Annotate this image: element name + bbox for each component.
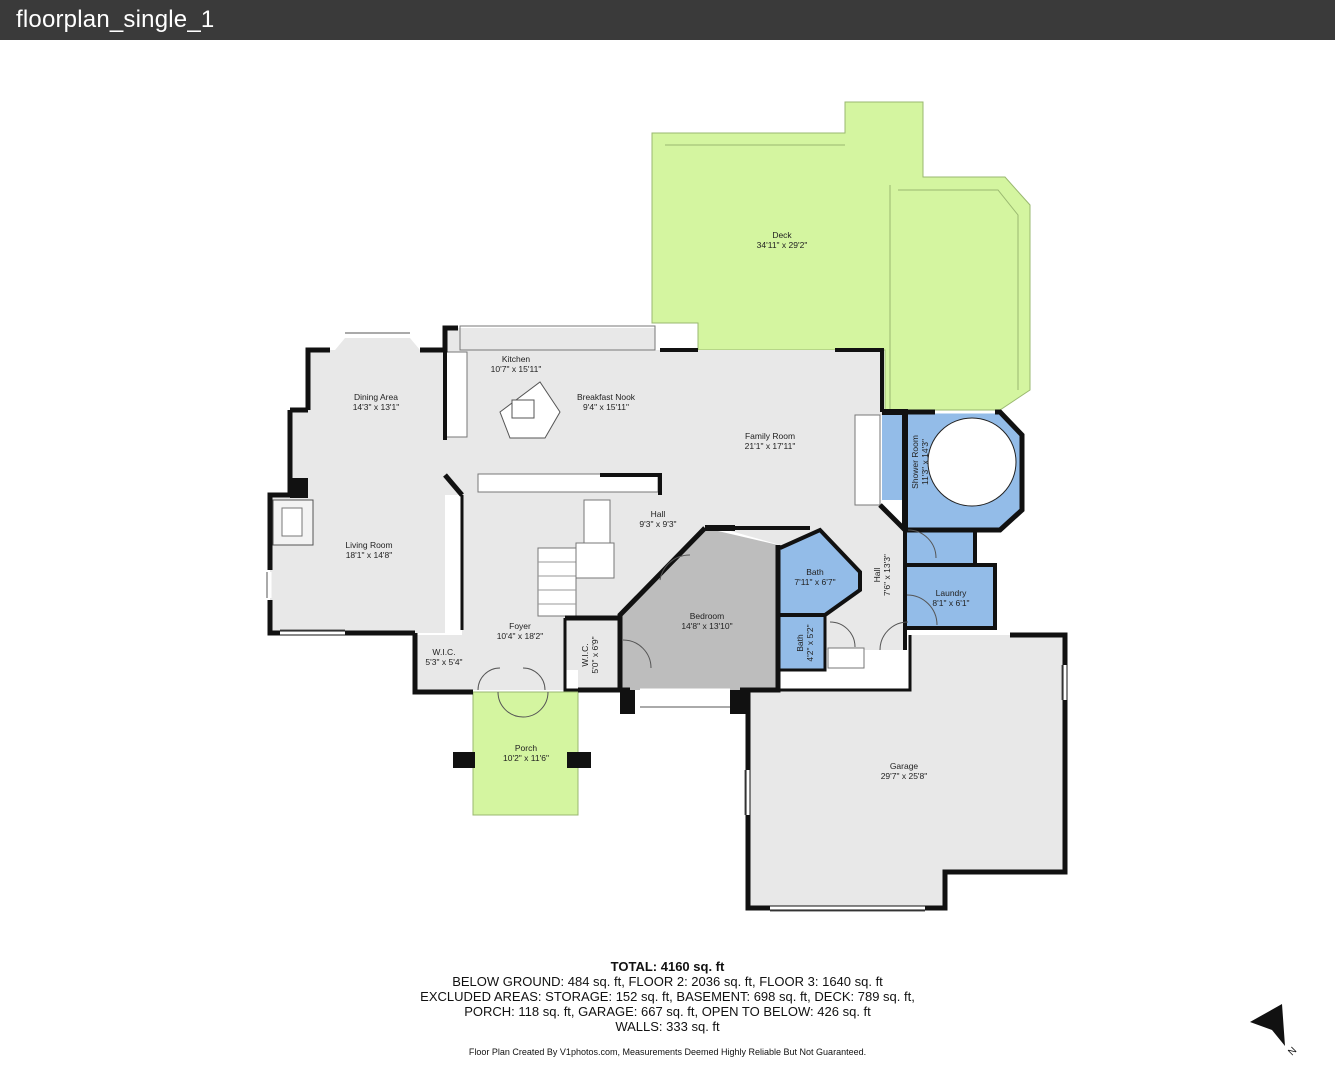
hall-foyer-floor bbox=[462, 495, 705, 690]
bath-2-label: Bath bbox=[795, 634, 805, 652]
north-arrow-icon bbox=[1250, 1004, 1285, 1046]
kitchen-counter bbox=[444, 351, 468, 438]
hot-tub bbox=[927, 417, 1017, 507]
laundry-label: Laundry bbox=[936, 588, 967, 598]
bath-2-floor bbox=[780, 615, 825, 670]
summary-line-4: WALLS: 333 sq. ft bbox=[615, 1019, 720, 1034]
garage-label: Garage bbox=[890, 761, 919, 771]
deck-area bbox=[651, 101, 1031, 411]
kitchen-dim: 10'7" x 15'11" bbox=[491, 364, 542, 374]
hall-1-dim: 9'3" x 9'3" bbox=[639, 519, 676, 529]
staircase bbox=[537, 547, 577, 617]
wic-floor-1 bbox=[415, 635, 473, 690]
summary-line-3: PORCH: 118 sq. ft, GARAGE: 667 sq. ft, O… bbox=[464, 1004, 871, 1019]
shower-room-dim: 11'3" x 14'3" bbox=[920, 439, 930, 485]
dining-area-dim: 14'3" x 13'1" bbox=[353, 402, 400, 412]
living-room-label: Living Room bbox=[345, 540, 392, 550]
hall-2-dim: 7'6" x 13'3" bbox=[882, 554, 892, 596]
garage-dim: 29'7" x 25'8" bbox=[881, 771, 928, 781]
hall-1-label: Hall bbox=[651, 509, 666, 519]
breakfast-nook-label: Breakfast Nook bbox=[577, 392, 636, 402]
title-bar: floorplan_single_1 bbox=[0, 0, 1335, 40]
porch-area bbox=[472, 691, 579, 816]
summary-line-1: BELOW GROUND: 484 sq. ft, FLOOR 2: 2036 … bbox=[452, 974, 883, 989]
living-dining-floor bbox=[270, 338, 445, 633]
porch-dim: 10'2" x 11'6" bbox=[503, 753, 549, 763]
wic-2-label: W.I.C. bbox=[580, 643, 590, 666]
family-room-dim: 21'1" x 17'11" bbox=[745, 441, 796, 451]
wic-2-dim: 5'0" x 6'9" bbox=[590, 636, 600, 673]
floor-plan: Deck 34'11" x 29'2" Kitchen 10'7" x 15'1… bbox=[266, 101, 1299, 1058]
living-room-dim: 18'1" x 14'8" bbox=[346, 550, 393, 560]
porch-pillar-right bbox=[567, 752, 591, 768]
family-room-label: Family Room bbox=[745, 431, 795, 441]
hall-2-label: Hall bbox=[872, 568, 882, 583]
porch-label: Porch bbox=[515, 743, 537, 753]
wic-1-label: W.I.C. bbox=[432, 647, 455, 657]
dining-area-label: Dining Area bbox=[354, 392, 398, 402]
wic-1-dim: 5'3" x 5'4" bbox=[425, 657, 462, 667]
garage-floor bbox=[748, 635, 1065, 908]
breakfast-nook-dim: 9'4" x 15'11" bbox=[583, 402, 629, 412]
foyer-dim: 10'4" x 18'2" bbox=[497, 631, 544, 641]
deck-dim: 34'11" x 29'2" bbox=[757, 240, 808, 250]
shower-closet-floor bbox=[907, 530, 975, 563]
bath-1-label: Bath bbox=[806, 567, 824, 577]
summary-line-2: EXCLUDED AREAS: STORAGE: 152 sq. ft, BAS… bbox=[420, 989, 915, 1004]
foyer-label: Foyer bbox=[509, 621, 531, 631]
family-room-fireplace bbox=[854, 414, 881, 506]
shower-room-label: Shower Room bbox=[910, 435, 920, 489]
window-title: floorplan_single_1 bbox=[16, 6, 215, 33]
credit-line: Floor Plan Created By V1photos.com, Meas… bbox=[468, 1047, 867, 1057]
bath-1-dim: 7'11" x 6'7" bbox=[794, 577, 835, 587]
bedroom-dim: 14'8" x 13'10" bbox=[681, 621, 732, 631]
deck-label: Deck bbox=[772, 230, 792, 240]
total-area: TOTAL: 4160 sq. ft bbox=[610, 959, 725, 974]
bedroom-floor bbox=[620, 528, 778, 690]
kitchen-label: Kitchen bbox=[502, 354, 531, 364]
area-summary: TOTAL: 4160 sq. ft BELOW GROUND: 484 sq.… bbox=[0, 959, 1335, 1034]
porch-pillar-left bbox=[453, 752, 475, 768]
bath-2-dim: 4'2" x 5'2" bbox=[805, 624, 815, 661]
laundry-dim: 8'1" x 6'1" bbox=[932, 598, 969, 608]
wic-floor-2 bbox=[565, 620, 620, 690]
laundry-floor bbox=[907, 565, 995, 628]
bedroom-label: Bedroom bbox=[690, 611, 725, 621]
